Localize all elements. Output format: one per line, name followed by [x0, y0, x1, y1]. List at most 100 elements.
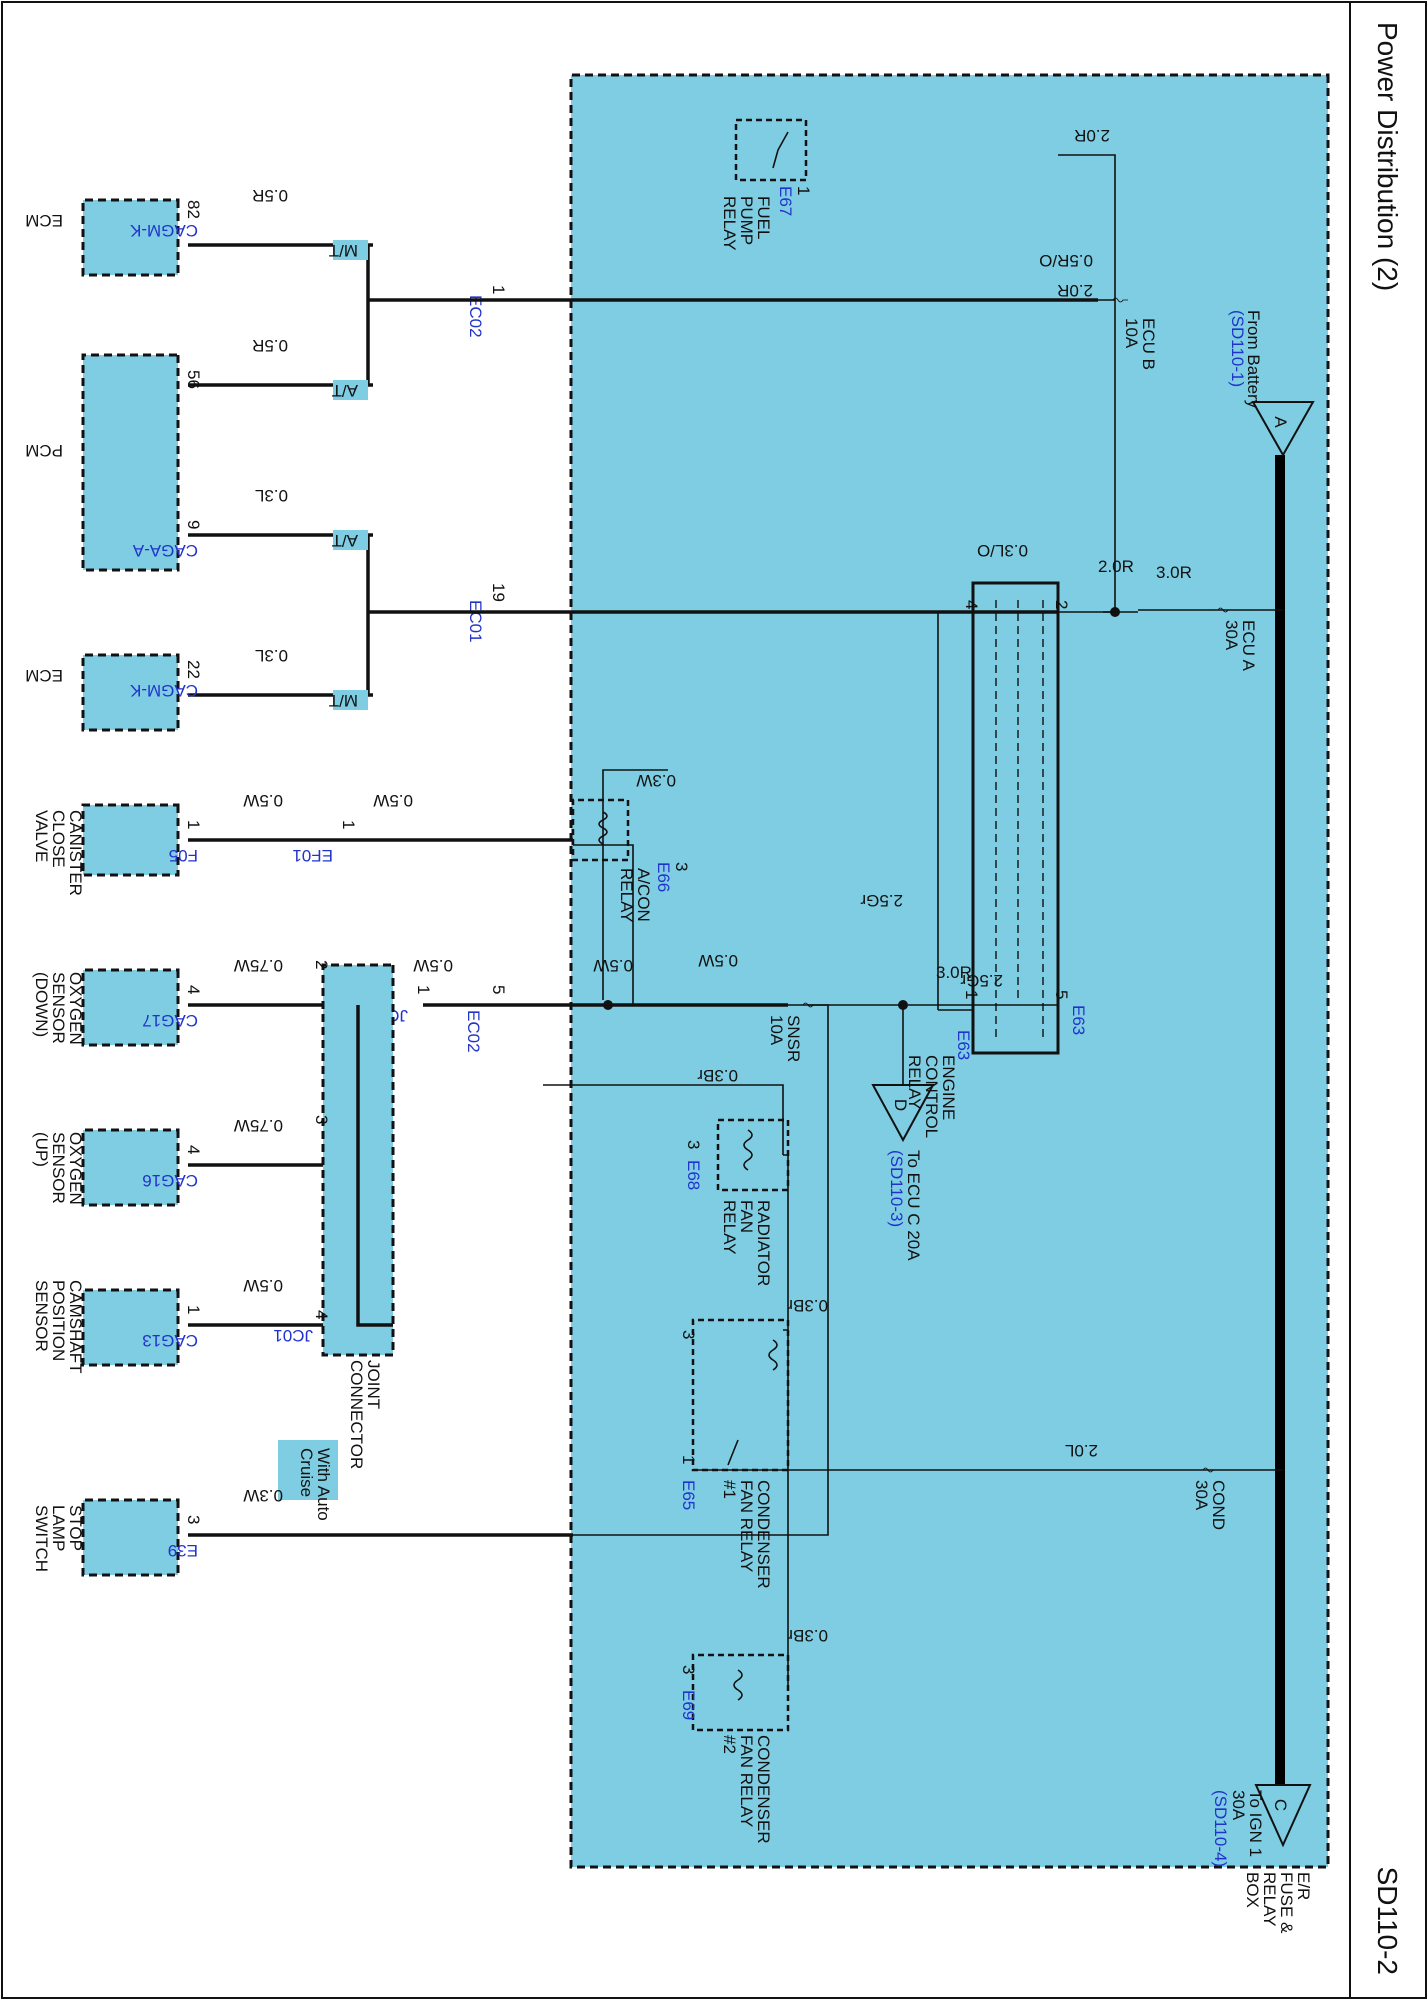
fuse-ecu-b-rating: 10A	[1122, 318, 1141, 349]
ec02-top-pin: 1	[489, 285, 508, 294]
ec01-pin: 19	[489, 583, 508, 602]
wire-20r-to-fuel-pump	[1058, 154, 1116, 612]
wire-label-05w-cag13: 0.5W	[243, 1276, 283, 1295]
wire-label-03lo: 0.3L/O	[977, 541, 1028, 560]
to-ecu-c-arrow	[871, 1084, 935, 1143]
ecr-conn-a: E63	[1069, 1005, 1088, 1035]
component-o2-down-conn: CAG17	[142, 1011, 198, 1030]
wire-label-03br-b: 0.3Br	[787, 1296, 828, 1315]
relay-ac	[571, 798, 630, 862]
wire-label-03l-22: 0.3L	[255, 646, 288, 665]
relay-fuel-pump-label: FUEL PUMP RELAY	[720, 196, 773, 251]
component-camshaft-pin: 1	[184, 1305, 203, 1314]
option-mt-a	[333, 240, 368, 260]
component-o2-down	[81, 968, 180, 1047]
to-ign1-label: To IGN 1 30A	[1229, 1790, 1265, 1862]
relay-condenser-2-pin: 3	[679, 1665, 698, 1674]
wire-label-05w-f05: 0.5W	[243, 791, 283, 810]
component-camshaft-conn: CAG13	[142, 1331, 198, 1350]
wire-label-25gr-a: 2.5Gr	[960, 971, 1003, 990]
wire-03w-ac	[602, 769, 668, 1000]
component-ecm-a	[81, 198, 180, 277]
component-ecm-a-name: ECM	[25, 211, 63, 230]
ecu-c-ref: (SD110-3)	[887, 1150, 906, 1227]
relay-fuel-pump-conn: E67	[776, 186, 795, 216]
component-camshaft	[81, 1288, 180, 1367]
component-o2-up-conn: CAG16	[142, 1171, 198, 1190]
ef01-conn: EF01	[292, 846, 333, 865]
ef01-pin: 1	[339, 820, 358, 829]
component-canister	[81, 803, 180, 877]
wire-05w-ef01-feed	[573, 844, 634, 1005]
wire-label-20r-b: 2.0R	[1057, 281, 1093, 300]
joint-connector-bus	[356, 1005, 393, 1327]
ecr-pin-5: 5	[1052, 990, 1071, 999]
component-canister-label: CANISTER CLOSE VALVE	[32, 810, 85, 901]
ecr-pin-4: 4	[962, 600, 981, 609]
jc01-b-conn: JC01	[273, 1326, 313, 1345]
relay-condenser-2	[691, 1653, 790, 1732]
component-pcm-pin-9: 9	[184, 520, 203, 529]
page-title: Power Distribution (2)	[1372, 22, 1403, 291]
relay-condenser-2-label: CONDENSER FAN RELAY #2	[720, 1735, 773, 1848]
wire-label-05r-56: 0.5R	[252, 336, 288, 355]
component-stop-lamp-pin: 3	[184, 1515, 203, 1524]
relay-fuel-pump	[734, 118, 808, 182]
wire-label-20l: 2.0L	[1065, 1441, 1098, 1460]
page-code: SD110-2	[1372, 1867, 1403, 1975]
jc-pin-2: 2	[312, 960, 331, 969]
jc01-a-pin: 1	[414, 985, 433, 994]
component-stop-lamp	[81, 1498, 180, 1577]
component-camshaft-label: CAMSHAFT POSITION SENSOR	[32, 1280, 85, 1378]
option-at-b-label: A/T	[332, 531, 358, 550]
ec02-mid-pin: 5	[489, 985, 508, 994]
from-battery-label: From Battery	[1244, 310, 1263, 409]
relay-condenser-1-conn: E65	[679, 1480, 698, 1510]
component-ecm-b-name: ECM	[25, 666, 63, 685]
ecu-c-letter: D	[891, 1099, 910, 1111]
wire-label-03br-a: 0.3Br	[697, 1066, 738, 1085]
component-pcm-conn: CAGA-A	[132, 541, 198, 560]
component-ecm-a-pin: 82	[184, 200, 203, 219]
from-battery-ref: (SD110-1)	[1228, 310, 1247, 387]
ecr-pin-1: 1	[962, 990, 981, 999]
wire-label-05w-ec02: 0.5W	[593, 956, 633, 975]
bus-letter-a: A	[1271, 416, 1290, 428]
wire-label-03w-ac: 0.3W	[636, 771, 676, 790]
wire-label-03br-c: 0.3Br	[787, 1626, 828, 1645]
relay-ac-conn: E66	[654, 862, 673, 892]
relay-ac-label: A/CON RELAY	[617, 868, 653, 927]
option-mt-b-label: M/T	[329, 691, 358, 710]
relay-condenser-1-coil	[768, 1339, 778, 1371]
wire-label-03l-9: 0.3L	[255, 486, 288, 505]
wire-label-30r: 3.0R	[1156, 563, 1192, 582]
ec01-conn: EC01	[466, 600, 485, 643]
relay-condenser-2-conn: E69	[679, 1690, 698, 1720]
option-cruise-label: With Auto Cruise	[297, 1448, 333, 1526]
wire-label-25gr-b: 2.5Gr	[860, 891, 903, 910]
ecr-conn-b: E63	[954, 1030, 973, 1060]
component-pcm	[81, 353, 180, 572]
wire-label-05w-snsr: 0.5W	[698, 951, 738, 970]
relay-condenser-1-switch	[727, 1439, 739, 1466]
option-mt-a-label: M/T	[329, 241, 358, 260]
wire-label-05r-82: 0.5R	[252, 186, 288, 205]
wire-label-03w-e39: 0.3W	[243, 1486, 283, 1505]
bus-letter-c: C	[1271, 1799, 1290, 1811]
component-canister-conn: F05	[169, 846, 198, 865]
jc-pin-3: 3	[312, 1115, 331, 1124]
wire-label-30r-b: 3.0R	[936, 963, 972, 982]
wire-label-05w-jc01: 0.5W	[413, 956, 453, 975]
wire-ec01-branch	[188, 533, 488, 697]
fuse-box-label: E/R FUSE & RELAY BOX	[1243, 1872, 1313, 1938]
fuse-ecu-a-rating: 30A	[1222, 620, 1241, 651]
ec02-top-conn: EC02	[466, 295, 485, 338]
ecr-label: ENGINE CONTROL RELAY	[905, 1055, 958, 1142]
component-pcm-pin-56: 56	[184, 370, 203, 389]
wire-label-05w-ef01: 0.5W	[373, 791, 413, 810]
relay-engine-control-internals	[995, 600, 1044, 1040]
